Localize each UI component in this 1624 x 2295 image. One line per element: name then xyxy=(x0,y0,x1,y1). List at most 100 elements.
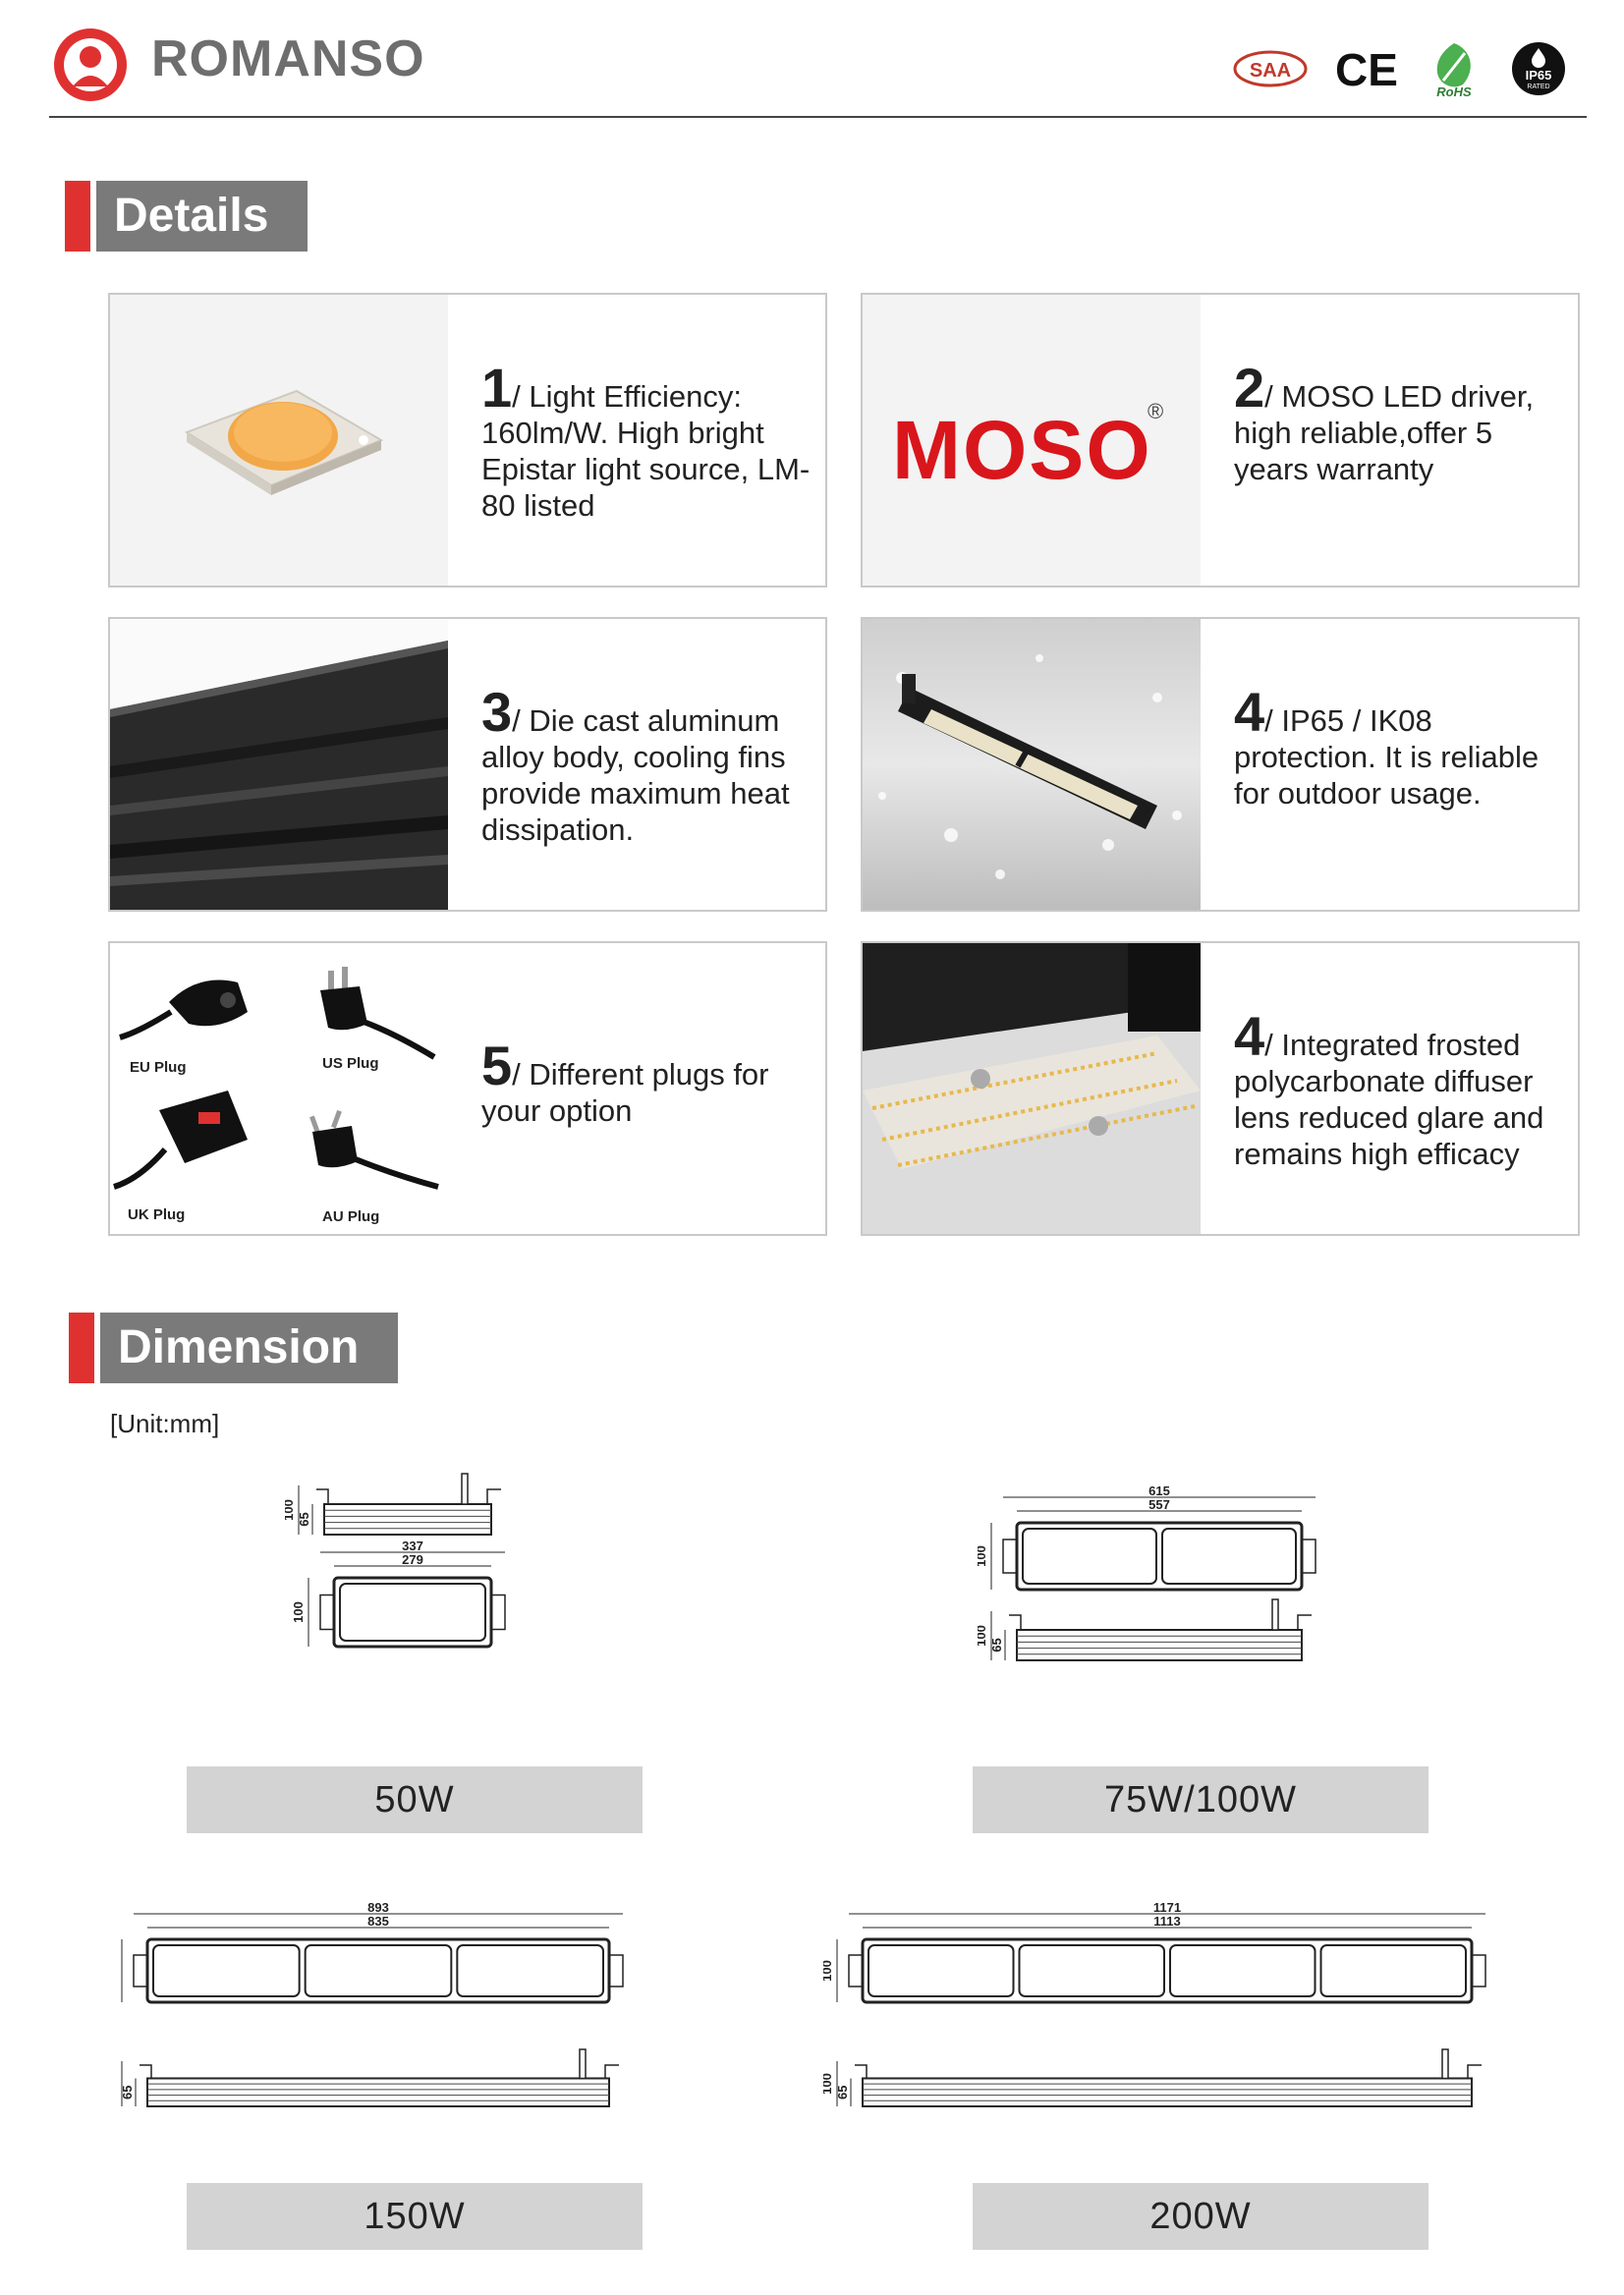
feature-card-aluminum-body: 3/ Die cast aluminum alloy body, cooling… xyxy=(108,617,827,912)
feature-card-light-efficiency: 1/ Light Efficiency: 160lm/W. High brigh… xyxy=(108,293,827,588)
side-height-label: 100 xyxy=(823,2073,834,2095)
eu-plug-label: EU Plug xyxy=(130,1059,187,1076)
title-accent-bar xyxy=(69,1313,94,1383)
romanso-logo-icon xyxy=(54,28,127,101)
bracket-left xyxy=(1002,1539,1018,1574)
moso-logo: MOSO xyxy=(892,404,1152,496)
side-bracket-right xyxy=(604,2064,619,2079)
us-plug-icon xyxy=(320,967,436,1060)
profile-height-label: 65 xyxy=(989,1638,1004,1651)
unit-label: [Unit:mm] xyxy=(110,1409,220,1438)
bracket-left xyxy=(848,1954,864,1987)
profile-height-label: 65 xyxy=(120,2086,135,2099)
svg-text:SAA: SAA xyxy=(1250,60,1291,82)
details-section-title: Details xyxy=(65,181,308,252)
model-caption-150w: 150W xyxy=(187,2183,643,2250)
cable-gland xyxy=(1441,2048,1449,2080)
uk-plug-icon xyxy=(113,1091,248,1190)
profile-outline xyxy=(862,2077,1473,2107)
model-caption-200w: 200W xyxy=(973,2183,1428,2250)
housing-outline xyxy=(1015,1521,1304,1592)
feature-card-moso-driver: MOSO ® 2/ MOSO LED driver, high reliable… xyxy=(861,293,1580,588)
outer-length-label: 337 xyxy=(402,1539,423,1553)
side-bracket-left xyxy=(316,1488,329,1504)
feature-text: 5/ Different plugs for your option xyxy=(481,1035,769,1129)
us-plug-label: US Plug xyxy=(322,1055,379,1072)
lens-module xyxy=(1022,1528,1157,1585)
lens-module xyxy=(339,1583,486,1642)
housing-outline xyxy=(145,1937,611,2004)
profile-outline xyxy=(1016,1629,1303,1661)
moso-logo-image: MOSO ® xyxy=(863,295,1201,586)
cable-gland xyxy=(1271,1598,1279,1631)
dimension-drawing-svg: 89383510010065 xyxy=(104,1900,624,2107)
housing-outline xyxy=(332,1576,493,1649)
led-chip-image xyxy=(110,295,448,586)
side-bracket-right xyxy=(486,1488,501,1504)
cable-gland xyxy=(461,1473,469,1505)
outer-length-label: 893 xyxy=(367,1900,389,1915)
feature-text: 3/ Die cast aluminum alloy body, cooling… xyxy=(481,681,790,848)
waterproof-light-image xyxy=(863,619,1201,910)
lens-module xyxy=(1018,1944,1165,1997)
bracket-right xyxy=(608,1954,624,1987)
side-height-label: 100 xyxy=(285,1499,296,1521)
eu-plug-icon xyxy=(119,980,248,1040)
dimension-section-title: Dimension xyxy=(69,1313,399,1383)
title-accent-bar xyxy=(65,181,90,252)
height-label: 100 xyxy=(978,1545,988,1567)
model-caption-50w: 50W xyxy=(187,1766,643,1833)
svg-text:RATED: RATED xyxy=(1527,84,1549,90)
lens-module xyxy=(1169,1944,1316,1997)
inner-length-label: 279 xyxy=(402,1552,423,1567)
feature-text: 4/ IP65 / IK08 protection. It is reliabl… xyxy=(1234,681,1540,812)
outer-length-label: 1171 xyxy=(1153,1900,1181,1915)
profile-outline xyxy=(146,2077,610,2107)
registered-mark: ® xyxy=(1148,399,1164,423)
plugs-image: EU Plug US Plug UK Plug AU Plug xyxy=(110,943,448,1234)
certification-badges: SAA CE RoHS IP65 RATED xyxy=(1231,39,1567,98)
model-caption-75w-100w: 75W/100W xyxy=(973,1766,1428,1833)
cable-gland xyxy=(579,2048,587,2080)
lens-module xyxy=(304,1944,453,1997)
height-label: 100 xyxy=(291,1601,306,1623)
feature-card-diffuser: 4/ Integrated frosted polycarbonate diff… xyxy=(861,941,1580,1236)
brand-name: ROMANSO xyxy=(151,30,425,87)
svg-text:CE: CE xyxy=(1335,44,1398,93)
bracket-left xyxy=(133,1954,148,1987)
height-label: 100 xyxy=(118,1960,119,1982)
profile-outline xyxy=(323,1503,492,1536)
inner-length-label: 1113 xyxy=(1153,1914,1181,1929)
au-plug-label: AU Plug xyxy=(322,1208,380,1225)
saa-cert-icon: SAA xyxy=(1231,47,1310,90)
ip65-cert-icon: IP65 RATED xyxy=(1510,40,1567,97)
lens-module xyxy=(1319,1944,1467,1997)
side-bracket-right xyxy=(1467,2064,1482,2079)
inner-length-label: 557 xyxy=(1148,1497,1170,1512)
diffuser-closeup-image xyxy=(863,943,1201,1234)
side-bracket-left xyxy=(855,2064,868,2079)
side-bracket-left xyxy=(1009,1614,1022,1630)
feature-card-plugs: EU Plug US Plug UK Plug AU Plug 5/ Diffe… xyxy=(108,941,827,1236)
lens-module xyxy=(868,1944,1015,1997)
bracket-right xyxy=(490,1594,506,1631)
uk-plug-label: UK Plug xyxy=(128,1206,186,1223)
lens-module xyxy=(456,1944,605,1997)
profile-height-label: 65 xyxy=(297,1512,311,1526)
feature-text: 1/ Light Efficiency: 160lm/W. High brigh… xyxy=(481,357,811,524)
lens-module xyxy=(1161,1528,1297,1585)
feature-card-ip65-protection: 4/ IP65 / IK08 protection. It is reliabl… xyxy=(861,617,1580,912)
details-title-label: Details xyxy=(96,181,308,252)
bracket-left xyxy=(319,1594,335,1631)
ce-cert-icon: CE xyxy=(1335,44,1398,93)
rohs-cert-icon: RoHS xyxy=(1424,39,1484,98)
